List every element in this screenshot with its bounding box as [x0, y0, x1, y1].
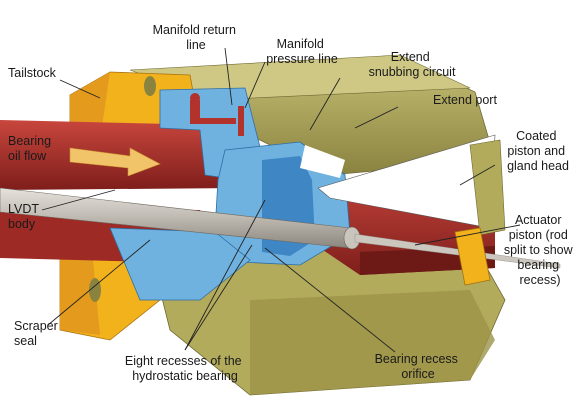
- label-lvdt-body: LVDT body: [8, 202, 42, 231]
- label-actuator-piston: Actuator piston (rod split to show beari…: [504, 213, 576, 287]
- actuator-rod: [354, 233, 561, 269]
- coated-piston-edge: [469, 139, 506, 236]
- gland-notch: [300, 145, 345, 178]
- housing-lower-shade: [250, 290, 495, 395]
- label-manifold-return: Manifold return line: [153, 23, 240, 52]
- manifold-return-passage: [190, 100, 236, 124]
- label-eight-recesses: Eight recesses of the hydrostatic bearin…: [125, 354, 245, 383]
- label-scraper-seal: Scraper seal: [14, 319, 61, 348]
- manifold-pressure-passage: [238, 106, 244, 136]
- manifold-plug: [190, 93, 200, 103]
- label-manifold-pressure: Manifold pressure line: [266, 37, 338, 66]
- bolt-head-2: [89, 278, 101, 302]
- label-bearing-oil-flow: Bearing oil flow: [8, 134, 55, 163]
- bolt-head-1: [144, 76, 156, 96]
- label-tailstock: Tailstock: [8, 66, 57, 80]
- leader-lines: [41, 47, 521, 353]
- label-extend-port: Extend port: [433, 93, 497, 107]
- label-extend-snubbing: Extend snubbing circuit: [369, 50, 456, 79]
- oil-flow-arrow: [69, 147, 161, 177]
- actuator-end-cap: [454, 227, 491, 286]
- label-coated-piston: Coated piston and gland head: [507, 129, 569, 173]
- label-bearing-recess-orifice: Bearing recess orifice: [375, 352, 462, 381]
